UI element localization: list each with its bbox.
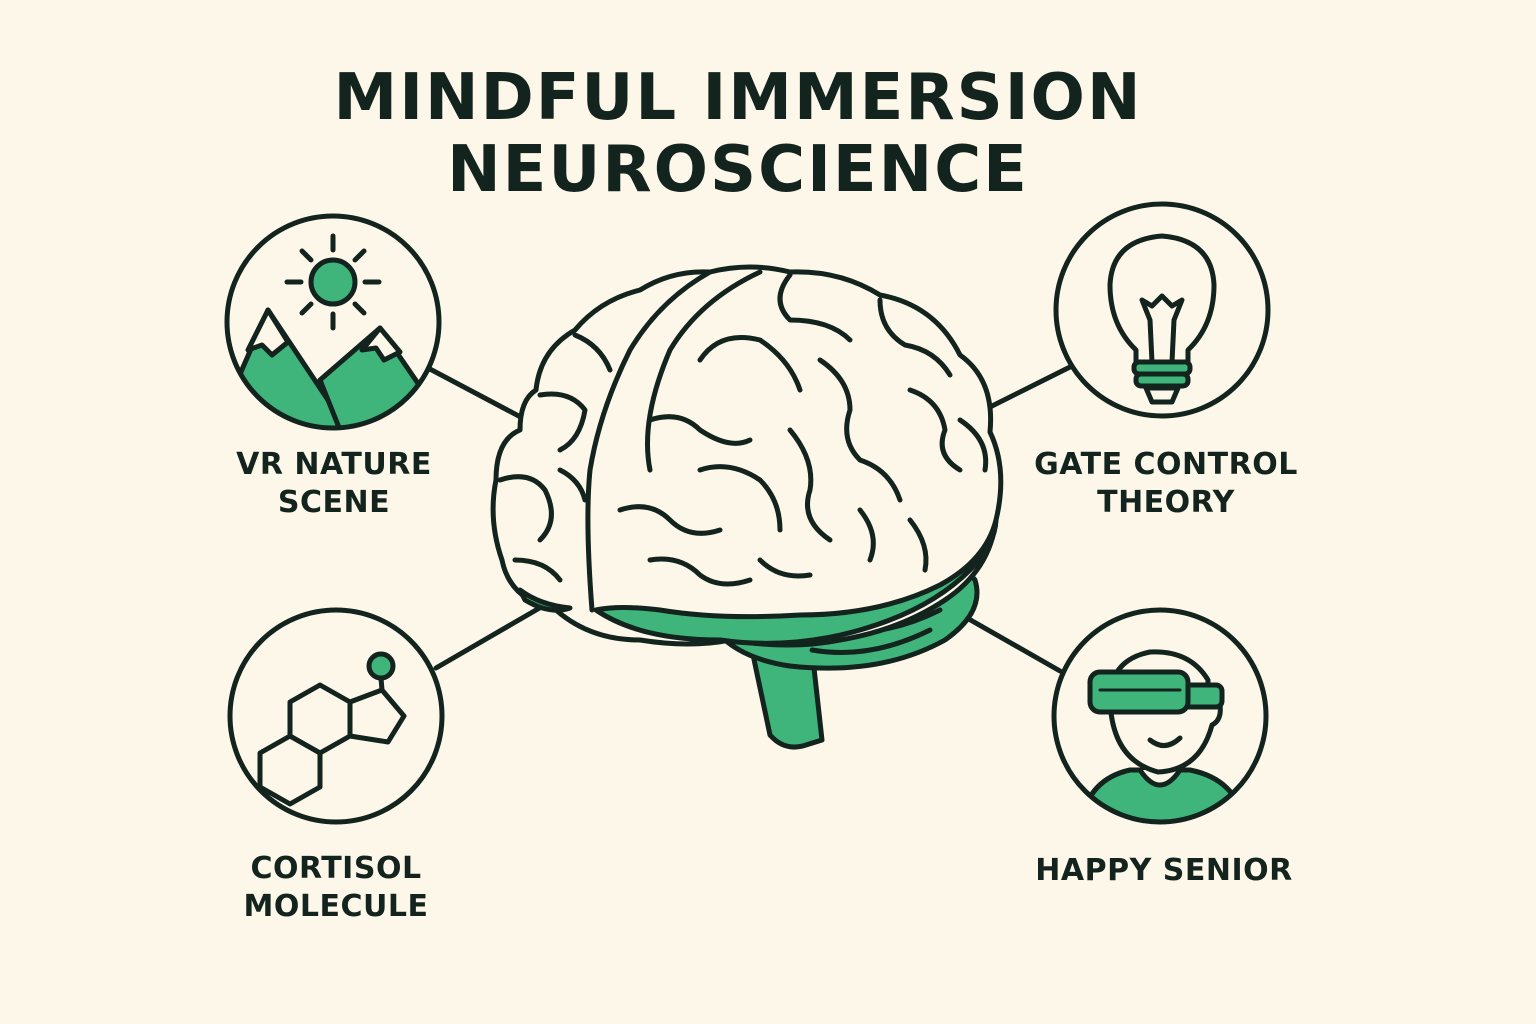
connectors: [425, 364, 1073, 674]
lightbulb-icon: [1053, 201, 1271, 419]
label-cortisol-line-2: MOLECULE: [243, 889, 429, 924]
brain-icon: [490, 264, 1004, 750]
label-gate-control-line-2: THEORY: [1097, 485, 1235, 520]
mountain-right-snow: [359, 325, 403, 363]
label-vr-nature-line-2: SCENE: [277, 485, 391, 520]
brainstem: [749, 647, 825, 750]
bulb-filament: [1139, 293, 1185, 363]
connector-vr-nature: [425, 365, 533, 425]
mountains-sun-icon: [224, 213, 442, 431]
node-vr-nature: [224, 213, 442, 431]
label-cortisol-line-1: CORTISOL: [250, 851, 422, 886]
sun-rays: [284, 233, 382, 331]
label-happy-senior: HAPPY SENIOR: [1016, 852, 1312, 890]
mountain-left-snow: [245, 307, 291, 358]
smile: [1147, 735, 1183, 748]
label-gate-control: GATE CONTROL THEORY: [1016, 446, 1316, 522]
node-gate-control: [1053, 201, 1271, 419]
brain-shade-left: [517, 587, 573, 613]
person-vr-headset-icon: [1051, 607, 1269, 825]
atom-green: [366, 651, 396, 681]
vr-headset: [1087, 669, 1191, 715]
node-cortisol: [227, 607, 445, 825]
bulb-base-2: [1133, 371, 1191, 389]
bulb-tip: [1143, 385, 1181, 405]
molecule-icon: [227, 607, 445, 825]
label-happy-senior-line-1: HAPPY SENIOR: [1035, 853, 1293, 888]
connector-cortisol: [433, 603, 546, 671]
title-line-1: MINDFUL IMMERSION: [333, 61, 1143, 135]
title-line-2: NEUROSCIENCE: [447, 133, 1029, 207]
cerebrum-outline: [490, 264, 1004, 648]
temporal-lobe-shade: [593, 517, 999, 646]
connector-gate-control: [977, 364, 1073, 415]
node-happy-senior: [1051, 607, 1269, 825]
label-cortisol: CORTISOL MOLECULE: [216, 850, 456, 926]
label-gate-control-line-1: GATE CONTROL: [1034, 447, 1298, 482]
hexagon-lower: [257, 733, 323, 807]
connector-happy-senior: [957, 611, 1063, 674]
neck: [1137, 767, 1183, 788]
sun-icon: [308, 257, 358, 307]
page-title: MINDFUL IMMERSION NEUROSCIENCE: [0, 62, 1476, 206]
label-vr-nature-line-1: VR NATURE: [236, 447, 432, 482]
label-vr-nature: VR NATURE SCENE: [214, 446, 454, 522]
pentagon: [347, 687, 407, 745]
